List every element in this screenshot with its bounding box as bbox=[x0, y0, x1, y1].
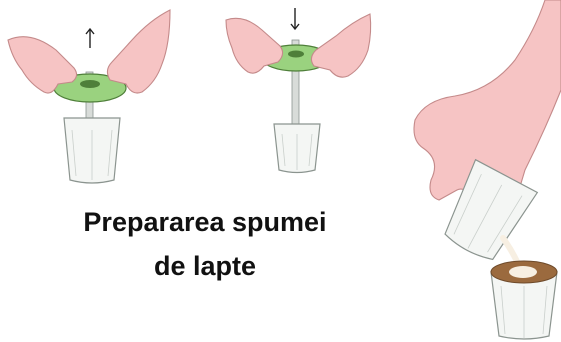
arrow-down-icon bbox=[290, 8, 300, 31]
right-hand bbox=[310, 13, 372, 78]
pouring-glass bbox=[444, 158, 539, 261]
right-hand bbox=[106, 9, 171, 94]
left-hand bbox=[225, 17, 284, 74]
left-hand bbox=[7, 36, 78, 94]
frother-pull-up-illustration bbox=[7, 9, 171, 184]
pour-milk-foam-illustration bbox=[413, 0, 561, 340]
caption-line-1: Prepararea spumei bbox=[83, 207, 327, 237]
caption-line-2: de lapte bbox=[153, 251, 257, 281]
latte-art bbox=[509, 266, 537, 278]
caption-heading: Prepararea spumei de lapte bbox=[40, 200, 370, 288]
frother-push-down-illustration bbox=[225, 8, 372, 174]
arrow-up-icon bbox=[85, 27, 95, 48]
